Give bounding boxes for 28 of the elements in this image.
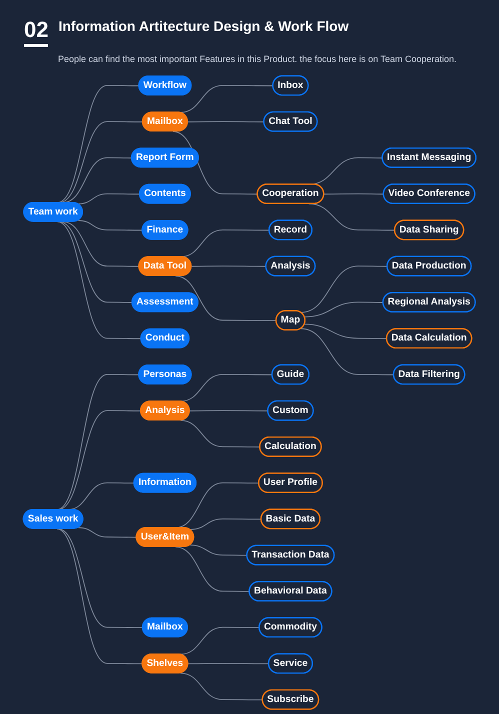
connector — [180, 626, 260, 655]
title: Information Artitecture Design & Work Flow — [58, 18, 349, 35]
caption: People can find the most important Features in this Product. the focus here is on Team Cooperation. — [57, 53, 458, 66]
connector — [323, 193, 384, 195]
connector — [78, 527, 137, 538]
connector — [180, 420, 260, 448]
connector — [304, 324, 388, 340]
connector — [300, 328, 394, 376]
connector — [56, 528, 143, 664]
connector — [188, 121, 265, 122]
connector — [62, 221, 140, 267]
connector — [189, 410, 268, 412]
connector — [304, 302, 384, 318]
connector — [175, 276, 277, 321]
connector — [180, 85, 274, 113]
connector — [58, 221, 132, 303]
connector — [78, 193, 140, 204]
connector — [78, 220, 143, 231]
connector — [175, 546, 250, 592]
connector — [190, 518, 262, 530]
connector — [57, 221, 142, 340]
connector — [180, 672, 264, 700]
connector — [300, 266, 388, 313]
connector — [190, 544, 248, 556]
connector — [188, 662, 270, 664]
connector — [191, 266, 267, 267]
section-number: 02 — [24, 18, 48, 47]
connector — [58, 528, 143, 628]
